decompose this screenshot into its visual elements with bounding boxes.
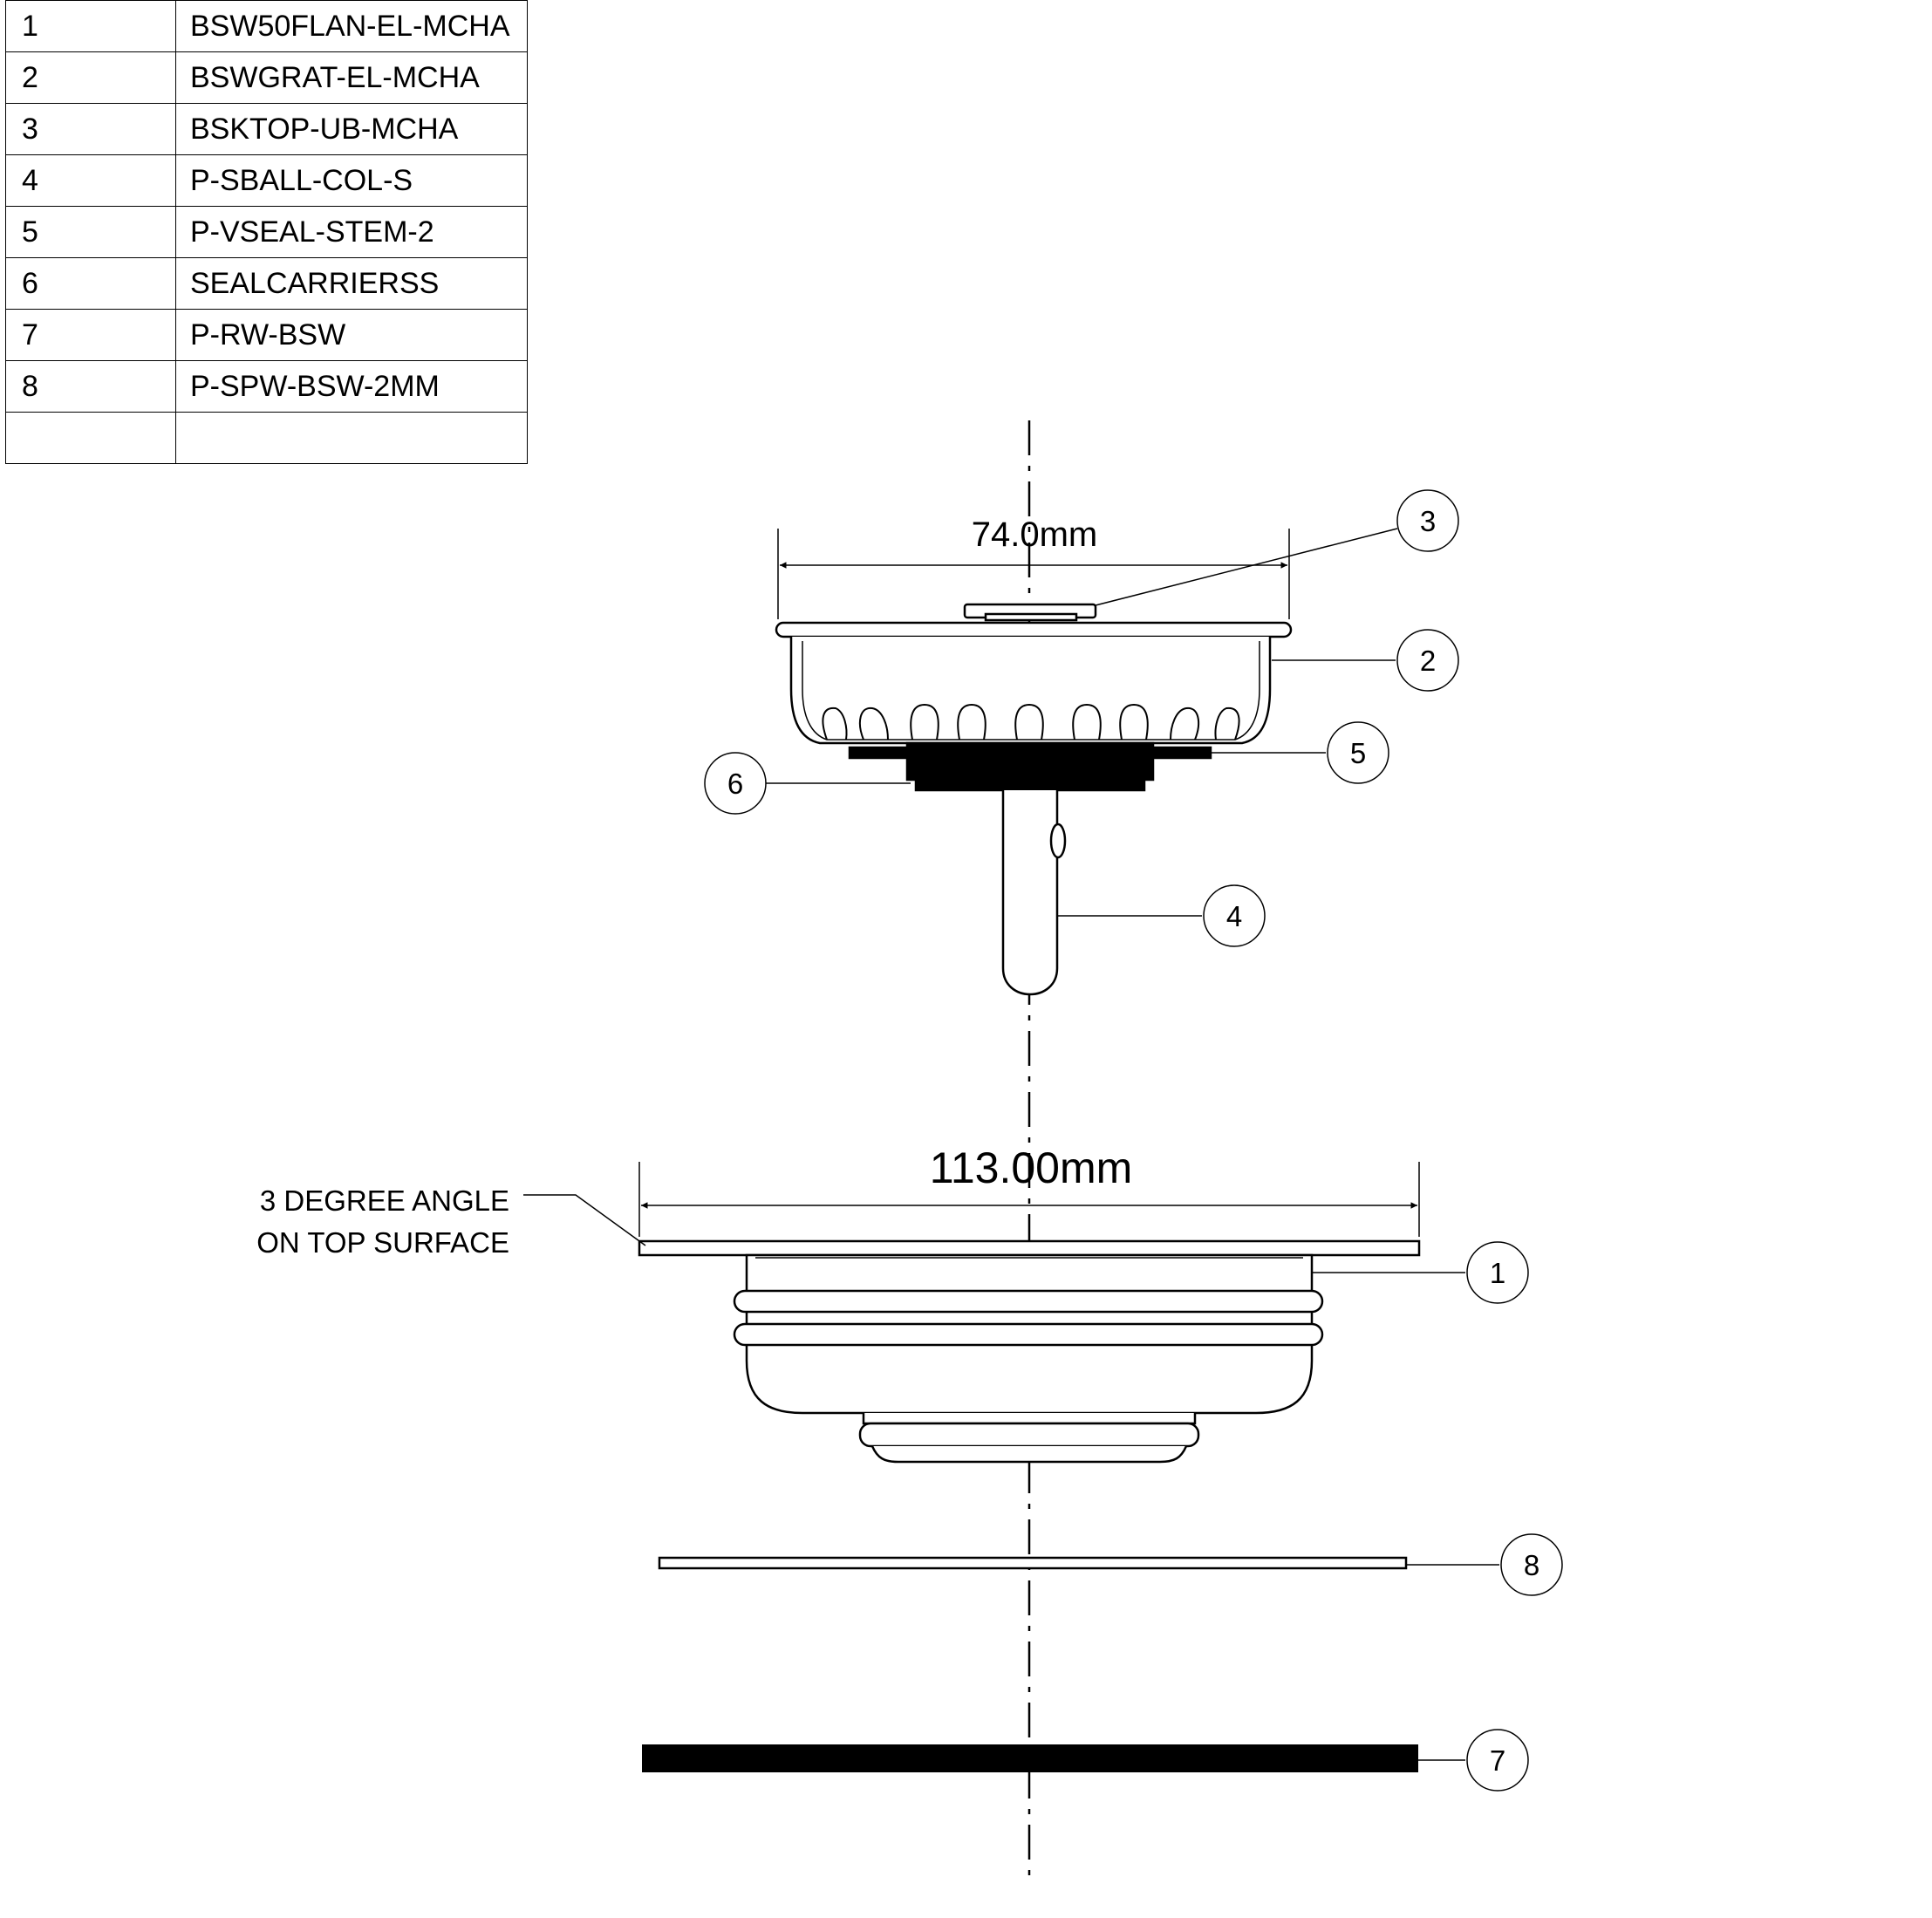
- seal-carrier: [905, 741, 1155, 782]
- flange-top-plate: [638, 1239, 1421, 1257]
- angle-note: 3 DEGREE ANGLE ON TOP SURFACE: [256, 1184, 646, 1259]
- balloon-3-circle: [1396, 489, 1459, 552]
- balloon-2: 2: [1420, 645, 1436, 677]
- basket-slot: [822, 706, 848, 741]
- basket-slot: [1014, 703, 1044, 741]
- flange-thread-ring: [733, 1322, 1324, 1347]
- balloon-1: 1: [1490, 1257, 1505, 1289]
- basket-slot: [1119, 703, 1149, 741]
- part-number: [5, 412, 176, 464]
- spacer-washer: [658, 1556, 1408, 1570]
- part-code: [175, 412, 528, 464]
- flange-outlet-ring: [858, 1422, 1200, 1448]
- leader-lines: [766, 528, 1499, 1761]
- seal-carrier-lower: [914, 775, 1146, 792]
- flange-width-dimension: 113.00mm: [930, 1143, 1133, 1192]
- basket-top-knob-base: [984, 612, 1078, 622]
- balloon-7: 7: [1490, 1744, 1505, 1777]
- balloon-8: 8: [1524, 1549, 1539, 1581]
- part-code: BSW50FLAN-EL-MCHA: [175, 0, 528, 52]
- flange-outlet-bottom: [870, 1445, 1188, 1464]
- balloon-6-circle: [704, 752, 767, 815]
- part-number: 5: [5, 206, 176, 258]
- angle-note-line2: ON TOP SURFACE: [256, 1226, 509, 1259]
- flange-thread-ring: [733, 1289, 1324, 1314]
- angle-note-leader: [523, 1194, 646, 1246]
- part-number: 8: [5, 360, 176, 413]
- basket-bowl-inner: [802, 641, 1260, 741]
- flange-outlet: [862, 1413, 1197, 1425]
- basket-slot: [1214, 706, 1240, 741]
- part-code: P-SPW-BSW-2MM: [175, 360, 528, 413]
- basket-rim: [775, 621, 1293, 638]
- balloon-5-circle: [1327, 721, 1389, 784]
- balloon-7-circle: [1466, 1729, 1529, 1792]
- basket-slot: [858, 706, 889, 741]
- part-number: 6: [5, 257, 176, 310]
- basket-slot: [910, 703, 939, 741]
- balloon-2-circle: [1396, 629, 1459, 692]
- basket-slots: [822, 703, 1240, 741]
- balloon-3: 3: [1420, 505, 1436, 537]
- leader-line-3: [1095, 528, 1398, 606]
- part-code: BSKTOP-UB-MCHA: [175, 103, 528, 155]
- balloon-6: 6: [727, 768, 743, 800]
- basket-slot: [1072, 703, 1102, 741]
- basket-assembly: [775, 529, 1293, 996]
- part-number: 1: [5, 0, 176, 52]
- part-code: P-RW-BSW: [175, 309, 528, 361]
- balloon-5: 5: [1350, 737, 1366, 769]
- part-number: 3: [5, 103, 176, 155]
- balloon-8-circle: [1500, 1533, 1563, 1596]
- basket-slot: [957, 703, 986, 741]
- balloon-4-circle: [1203, 884, 1266, 947]
- rubber-washer: [642, 1744, 1418, 1772]
- basket-stem: [1001, 790, 1059, 996]
- basket-width-dimension: 74.0mm: [972, 515, 1098, 554]
- part-code: SEALCARRIERSS: [175, 257, 528, 310]
- angle-note-line1: 3 DEGREE ANGLE: [260, 1184, 509, 1217]
- balloon-1-circle: [1466, 1241, 1529, 1304]
- balloon-labels: 3 2 5 6 4 1 8 7: [727, 505, 1539, 1777]
- part-number: 7: [5, 309, 176, 361]
- stem-ball: [1049, 822, 1067, 859]
- table-row: [5, 412, 528, 464]
- part-code: BSWGRAT-EL-MCHA: [175, 51, 528, 104]
- flange-body: [638, 1162, 1421, 1464]
- balloon-4: 4: [1226, 900, 1242, 932]
- basket-slot: [1170, 706, 1200, 741]
- part-balloons: [704, 489, 1563, 1792]
